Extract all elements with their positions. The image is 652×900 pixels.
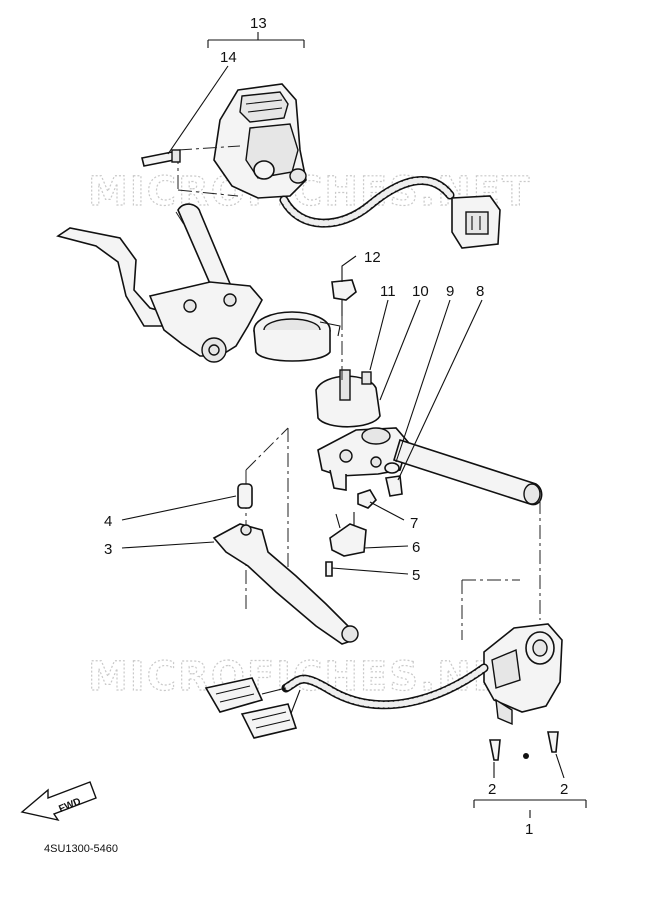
callout-2-right: 2 — [560, 781, 568, 798]
callout-7: 7 — [410, 515, 418, 532]
lower-switch-assembly — [461, 579, 563, 761]
collar-4 — [237, 483, 253, 509]
screw-5 — [325, 561, 333, 577]
callout-1: 1 — [525, 821, 533, 838]
callout-9: 9 — [446, 283, 454, 300]
leader-lines — [121, 32, 587, 818]
upper-connector — [451, 195, 501, 249]
upper-switch-assembly — [177, 83, 307, 199]
lower-connectors — [204, 677, 298, 739]
lever-bracket — [315, 369, 409, 491]
callout-5: 5 — [412, 567, 420, 584]
washer-9 — [384, 462, 400, 474]
switch-6 — [329, 512, 367, 557]
callout-13: 13 — [250, 15, 267, 32]
forward-arrow-icon: FWD — [20, 781, 97, 822]
callout-10: 10 — [412, 283, 429, 300]
callout-3: 3 — [104, 541, 112, 558]
front-lever-3 — [212, 523, 359, 645]
callout-8: 8 — [476, 283, 484, 300]
nut-12 — [331, 279, 357, 316]
nut-7 — [357, 489, 378, 509]
callout-11: 11 — [380, 283, 396, 300]
screw-14 — [141, 149, 181, 167]
callout-14: 14 — [220, 49, 237, 66]
callout-2-left: 2 — [488, 781, 496, 798]
callout-4: 4 — [104, 513, 112, 530]
clutch-lever-left — [56, 227, 341, 363]
callout-6: 6 — [412, 539, 420, 556]
screw-8 — [385, 475, 403, 497]
diagram-code: 4SU1300-5460 — [44, 843, 118, 855]
callout-12: 12 — [364, 249, 381, 266]
